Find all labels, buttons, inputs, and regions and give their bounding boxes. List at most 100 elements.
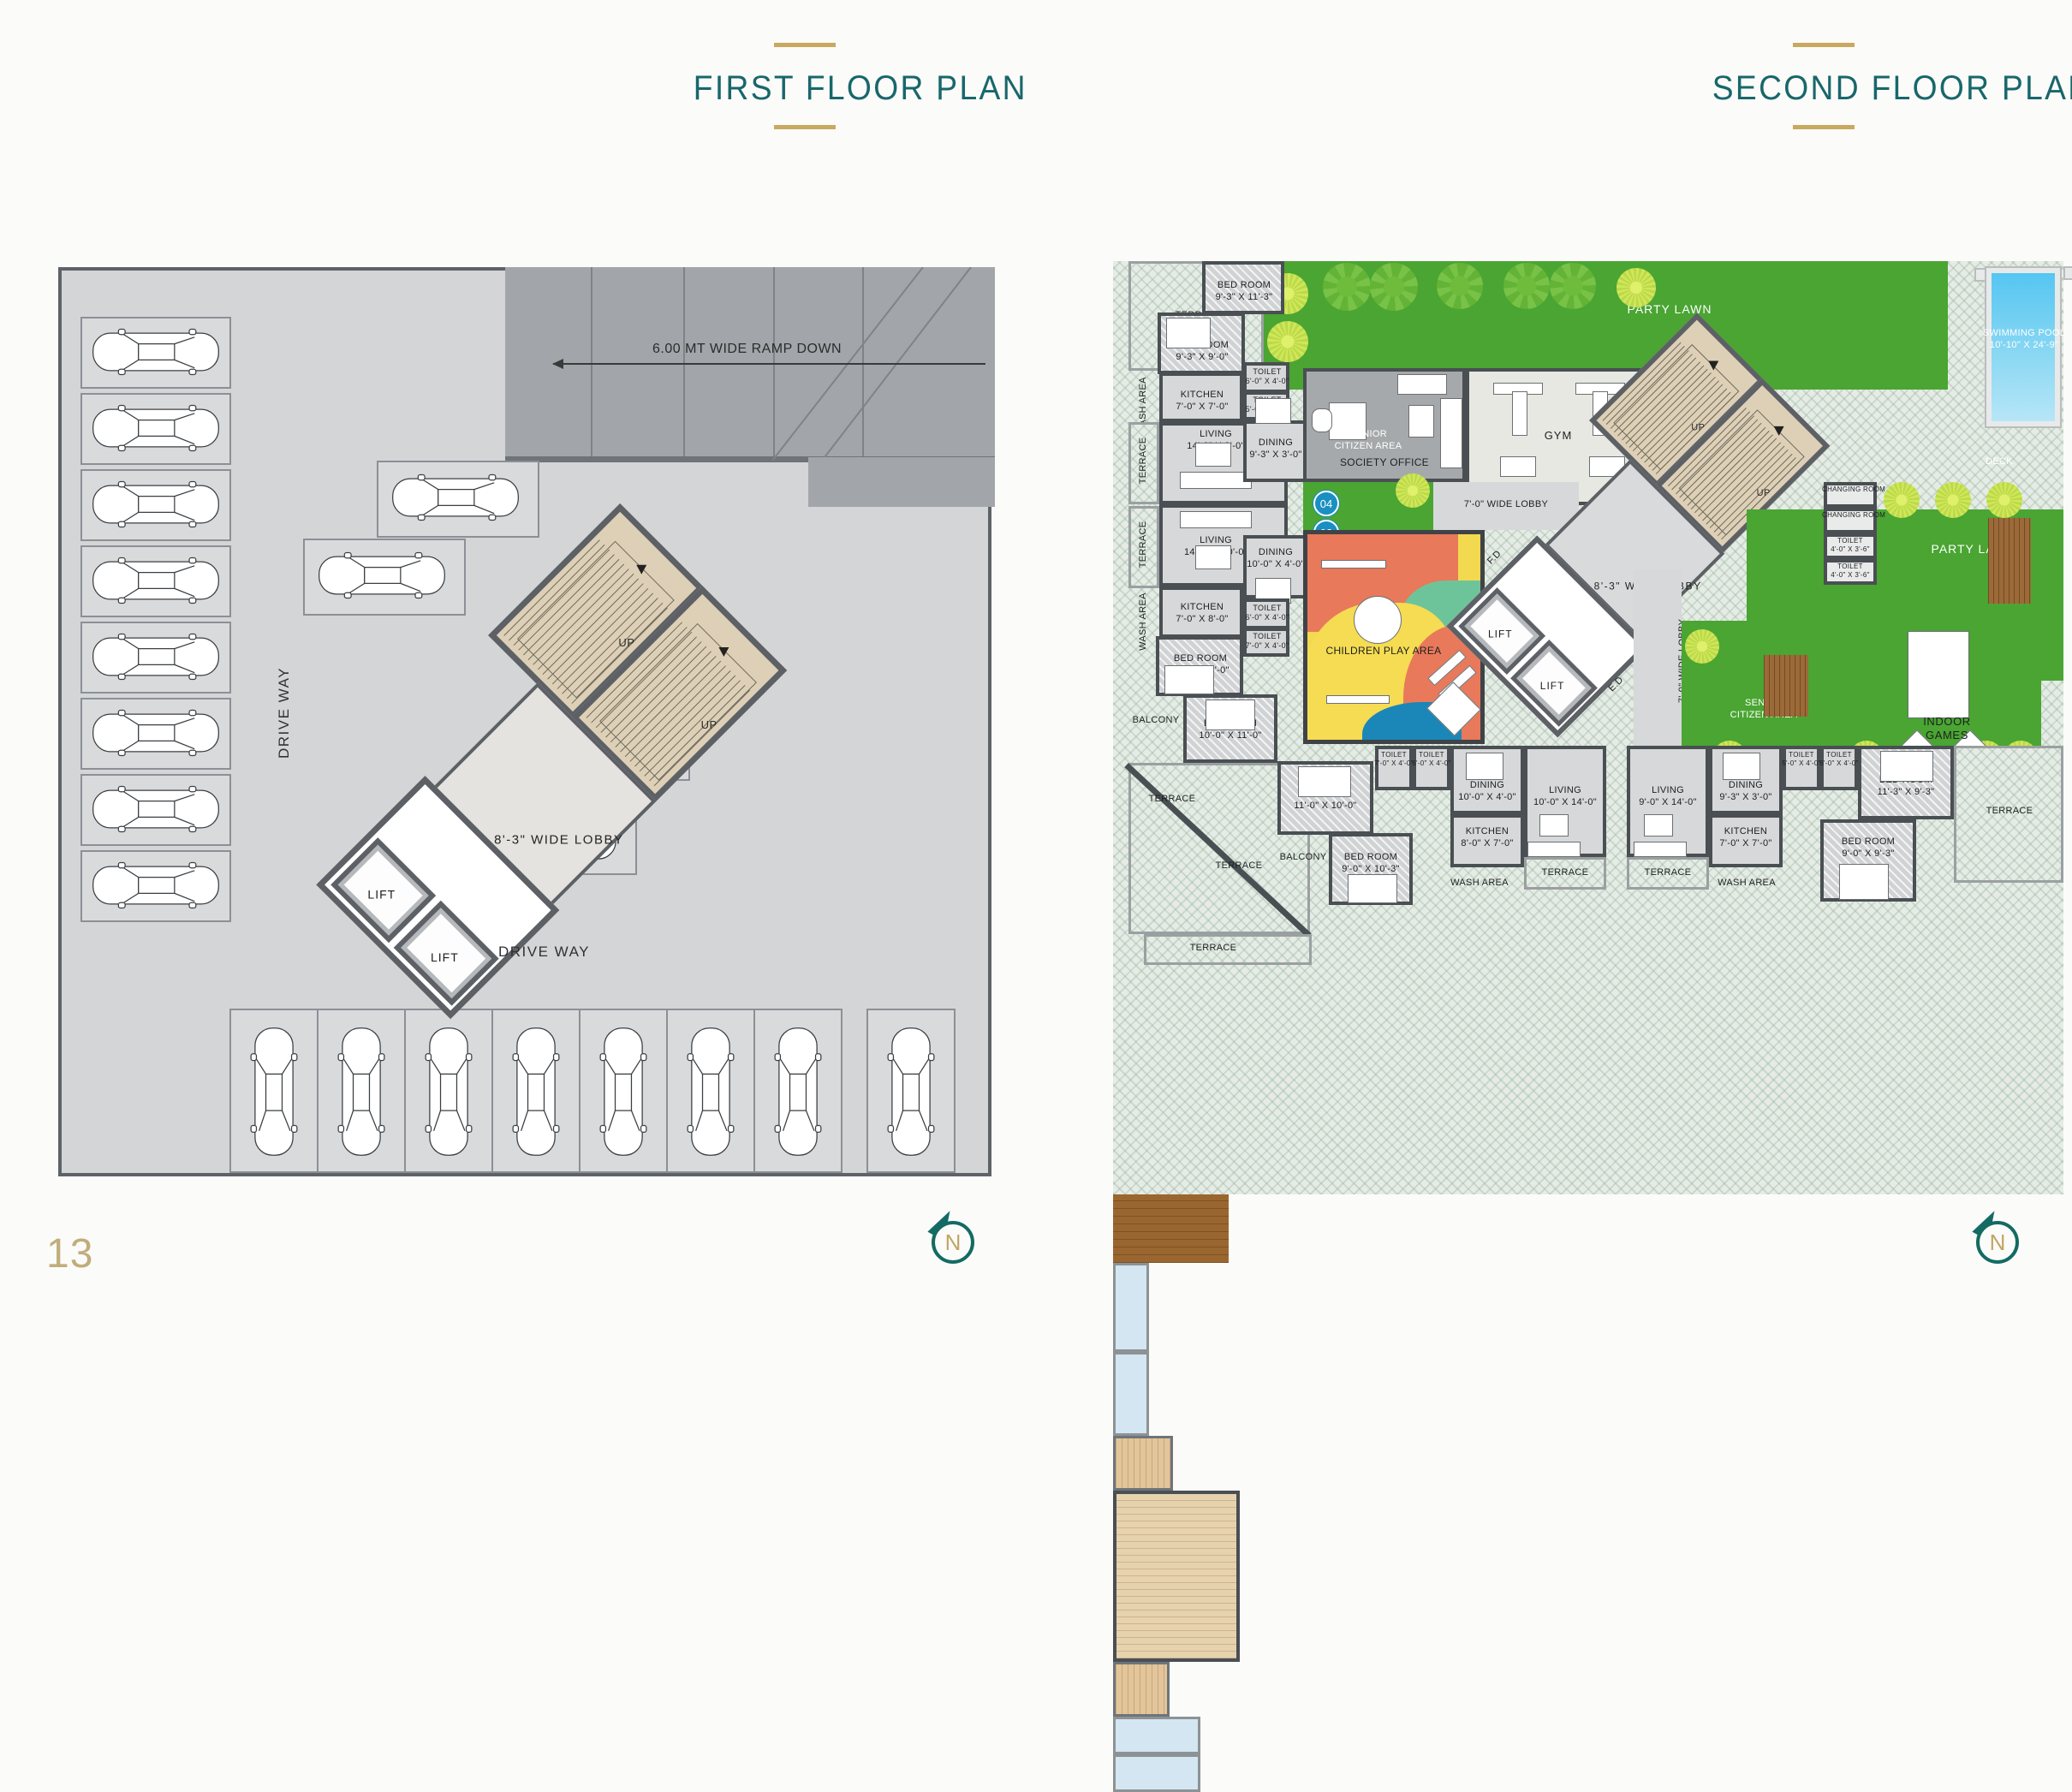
- pool-toilet-2: [1824, 559, 1877, 585]
- terrace-bottom-2-label: TERRACE: [1644, 867, 1692, 878]
- office-cabinet: [1408, 405, 1434, 438]
- deck-label: DECK: [1986, 456, 2013, 467]
- balcony-1-label: BALCONY: [1132, 715, 1180, 725]
- room-kitchen-23: [1709, 814, 1783, 867]
- room-toilet-18: [1375, 746, 1413, 790]
- room-living-21-label: LIVING 9'-0" X 14'-0": [1639, 785, 1697, 807]
- lobby-70-left: [1433, 482, 1579, 530]
- terrace-left-1: [1128, 422, 1159, 504]
- first-floor-title-block: FIRST FLOOR PLAN: [685, 43, 1027, 129]
- sofa-icon: [1180, 511, 1252, 528]
- tree-icon: [1935, 482, 1971, 518]
- stair-up-label-1: UP: [1691, 422, 1706, 433]
- title-rule-bottom: [774, 125, 836, 129]
- dining-table-icon: [1255, 398, 1291, 424]
- room-bed-0-label: BED ROOM 9'-3" X 11'-3": [1215, 280, 1273, 302]
- wash-area-3: [1113, 1717, 1200, 1754]
- terrace-left-2: [1128, 506, 1159, 588]
- bed-icon: [1880, 751, 1933, 782]
- car-icon: [89, 400, 223, 456]
- pool-name: SWIMMING POOL: [1982, 328, 2066, 338]
- wash-area-4-label: WASH AREA: [1718, 878, 1776, 888]
- stair-up-label-2: UP: [1756, 487, 1771, 498]
- tree-icon: [1986, 482, 2022, 518]
- room-toilet-11-label: TOILET 7'-0" X 4'-0": [1245, 632, 1289, 651]
- tree-icon: [1323, 263, 1371, 311]
- sofa-icon: [1527, 842, 1581, 857]
- car-icon: [504, 1024, 568, 1159]
- gym-machine-1: [1512, 391, 1527, 436]
- tree-icon: [1267, 321, 1308, 362]
- room-toilet-10: [1243, 598, 1289, 629]
- ramp-down-area: [505, 267, 995, 462]
- title-rule-top: [1793, 43, 1855, 47]
- ramp-fan-lines: [772, 267, 972, 461]
- car-icon: [242, 1024, 306, 1159]
- balcony-2-label: BALCONY: [1279, 852, 1327, 862]
- pool-size: 10'-10" X 24'-9": [1989, 339, 2059, 350]
- compass-north-letter: N: [944, 1229, 962, 1255]
- room-living-20: [1524, 746, 1606, 857]
- terrace-bl-label-a: TERRACE: [1148, 794, 1196, 804]
- room-living-20-label: LIVING 10'-0" X 14'-0": [1533, 785, 1597, 807]
- terrace-lower-left-strip: [1144, 934, 1312, 965]
- tree-icon: [1617, 268, 1656, 307]
- swing-icon: [1326, 695, 1390, 704]
- terrace-bottom-right-label: TERRACE: [1986, 806, 2033, 816]
- changing-room-1: [1824, 482, 1877, 508]
- tv-icon: [1195, 545, 1231, 569]
- room-toilet-25: [1820, 746, 1858, 790]
- room-toilet-24: [1783, 746, 1820, 790]
- terrace-bottom-1: [1524, 857, 1606, 890]
- room-bed-0: [1202, 261, 1284, 314]
- page-title-first: FIRST FLOOR PLAN: [693, 69, 1027, 107]
- dining-table-icon: [1723, 753, 1760, 780]
- stair-direction-arrow: [636, 564, 647, 575]
- drive-way-label-vertical: DRIVE WAY: [276, 666, 292, 759]
- north-compass-second-floor: N: [1969, 1206, 2033, 1271]
- swimming-pool-body: [1976, 270, 1986, 280]
- sofa-icon: [1180, 472, 1252, 489]
- tv-icon: [1195, 443, 1231, 467]
- car-icon: [417, 1024, 480, 1159]
- room-dining-8-label: DINING 10'-0" X 4'-0": [1247, 547, 1305, 569]
- car-icon: [879, 1024, 943, 1159]
- tv-icon: [1539, 814, 1569, 836]
- swimming-pool: [2065, 268, 2072, 278]
- room-dining-17: [1450, 746, 1524, 814]
- car-icon: [89, 476, 223, 533]
- car-icon: [766, 1024, 830, 1159]
- room-dining-17-label: DINING 10'-0" X 4'-0": [1458, 780, 1516, 802]
- terrace-bottom-right: [1954, 746, 2063, 883]
- car-icon: [89, 324, 223, 380]
- car-icon: [330, 1024, 393, 1159]
- room-toilet-18-label: TOILET 7'-0" X 4'-0": [1374, 751, 1414, 767]
- room-kitchen-9: [1159, 586, 1243, 638]
- gym-machine-3: [1500, 456, 1536, 477]
- car-icon: [679, 1024, 742, 1159]
- drive-way-label-horizontal: DRIVE WAY: [498, 944, 591, 960]
- room-kitchen-16: [1450, 814, 1524, 867]
- north-compass-first-floor: N: [925, 1206, 988, 1271]
- ramp-lower-landing: [808, 457, 995, 507]
- car-icon: [89, 857, 223, 914]
- wash-area-1: [1113, 1263, 1149, 1352]
- pool-toilet-2-label: TOILET 4'-0" X 3'-6": [1831, 563, 1870, 579]
- wash-area-4: [1113, 1754, 1200, 1792]
- car-icon: [89, 552, 223, 609]
- changing-room-2: [1824, 508, 1877, 533]
- office-desk: [1329, 402, 1366, 440]
- stair-up-label-2: UP: [700, 718, 717, 732]
- room-toilet-24-label: TOILET 5'-0" X 4'-0": [1782, 751, 1821, 767]
- balcony-1: [1113, 1436, 1173, 1491]
- dining-table-icon: [1466, 753, 1503, 780]
- changing-room-1-label: CHANGING ROOM: [1822, 485, 1886, 493]
- title-rule-top: [774, 43, 836, 47]
- society-office-label: SOCIETY OFFICE: [1340, 456, 1429, 468]
- stair-direction-arrow: [1708, 360, 1719, 371]
- car-icon: [89, 628, 223, 685]
- room-toilet-19: [1413, 746, 1450, 790]
- office-side-sofa: [1440, 398, 1462, 468]
- room-toilet-19-label: TOILET 6'-0" X 4'-0": [1412, 751, 1451, 767]
